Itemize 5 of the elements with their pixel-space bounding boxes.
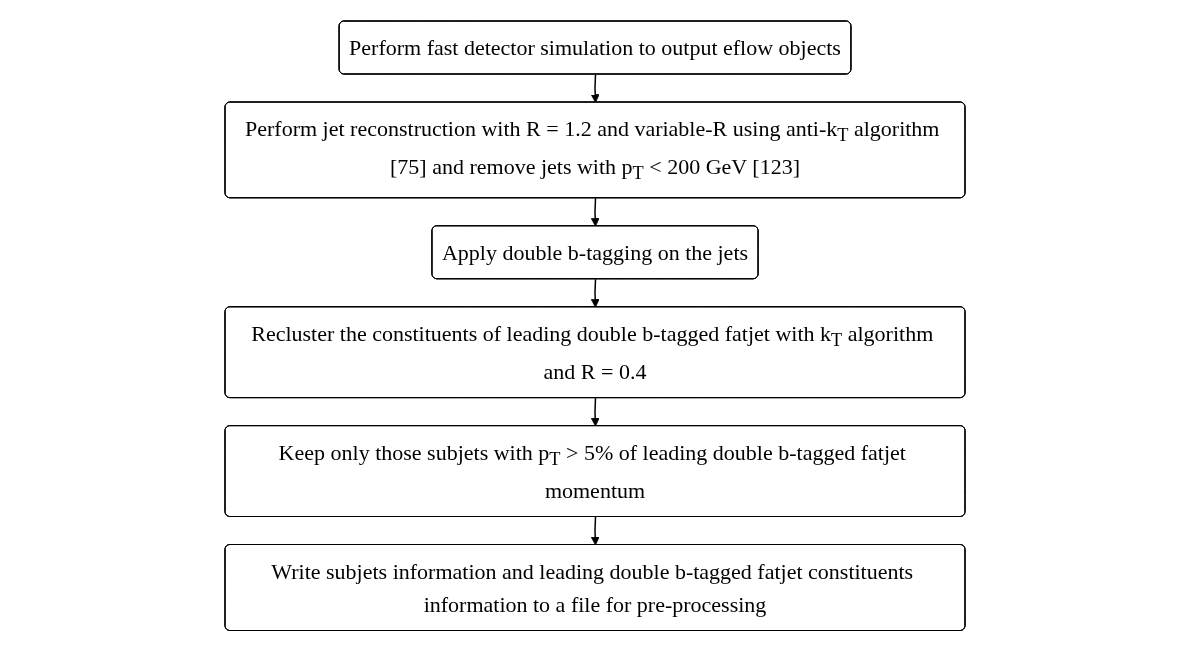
- arrow: [590, 397, 600, 427]
- arrow: [590, 73, 600, 103]
- arrow: [590, 278, 600, 308]
- arrow: [590, 197, 600, 227]
- arrow: [590, 516, 600, 546]
